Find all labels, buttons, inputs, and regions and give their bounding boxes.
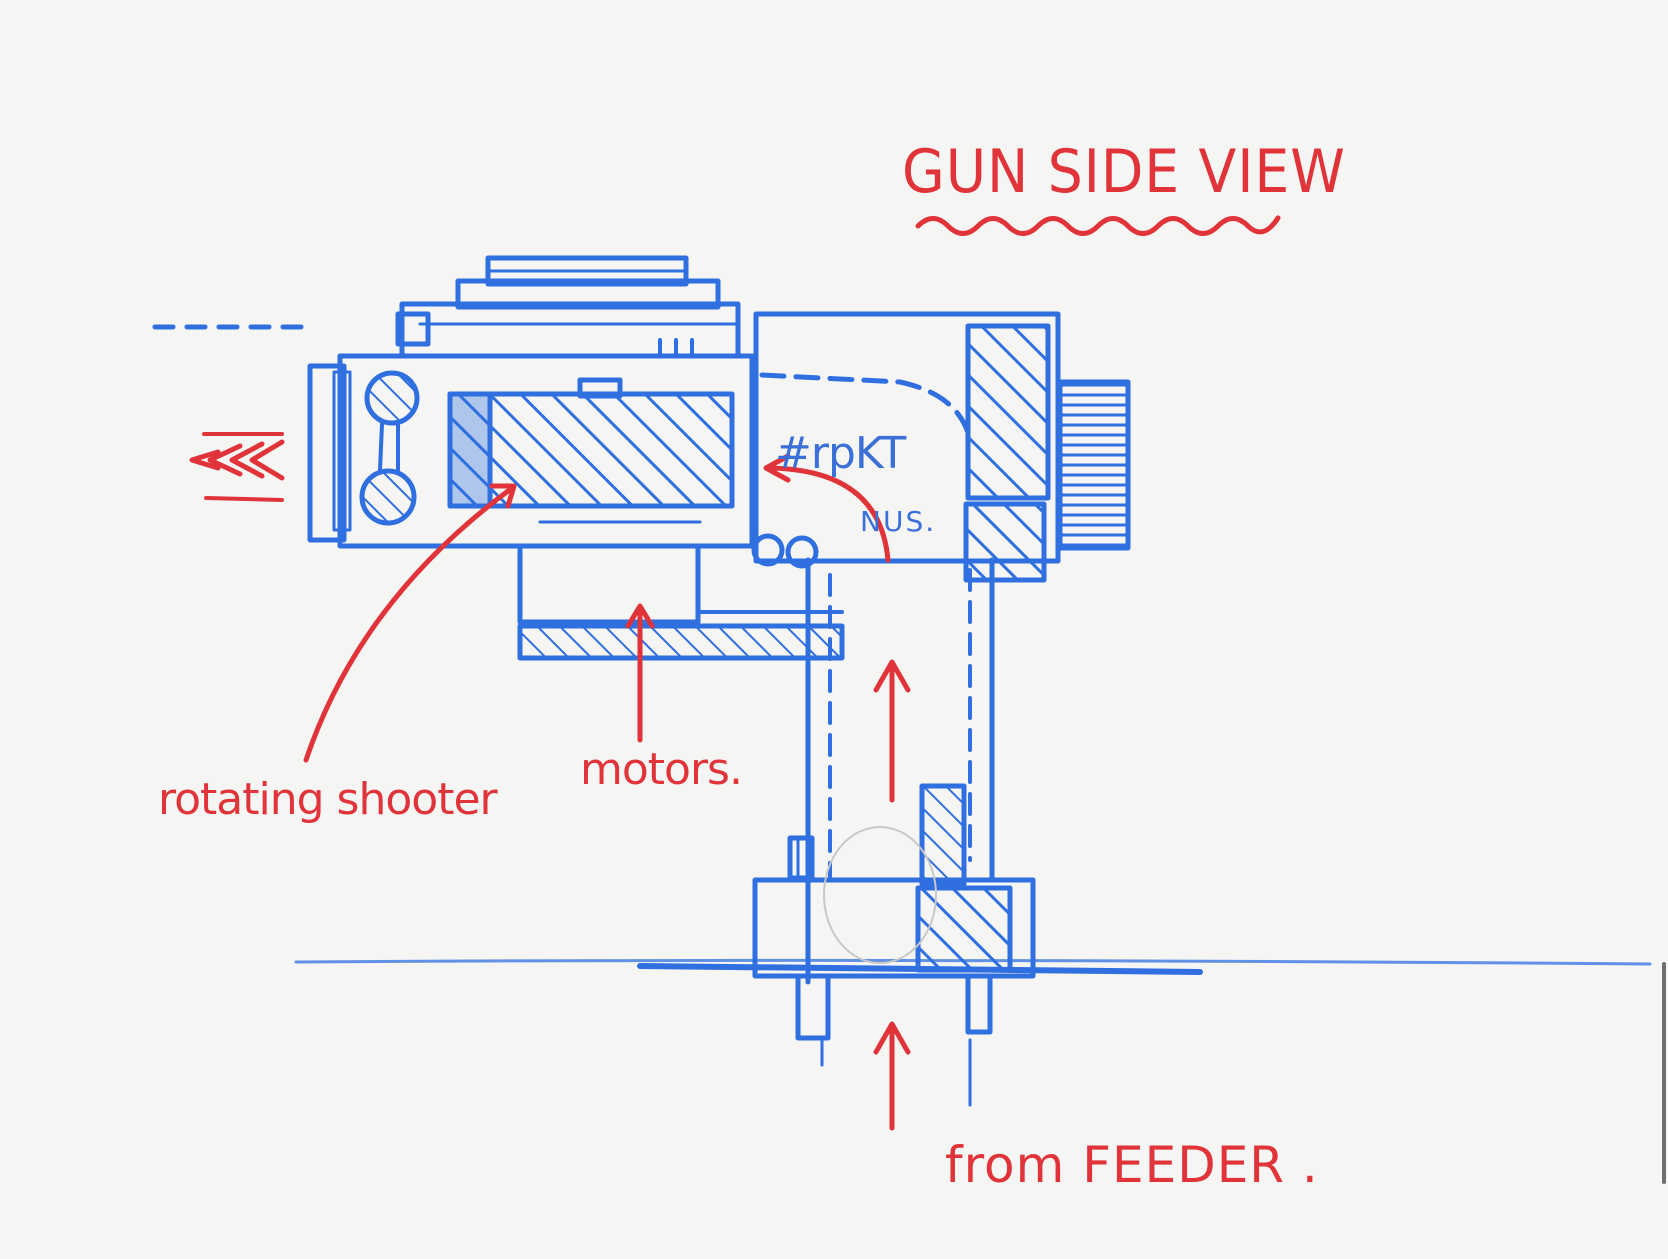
motors-label: motors. xyxy=(580,744,743,795)
team-sub-label: NUS. xyxy=(860,505,937,538)
lower-stub-right xyxy=(965,973,993,1035)
motor-base-hatched xyxy=(517,623,845,661)
rotating-shooter-label: rotating shooter xyxy=(158,774,498,825)
roller-top xyxy=(364,370,420,426)
top-plate-3 xyxy=(399,301,741,359)
pivot-bolt-1 xyxy=(751,533,785,567)
motor-housing xyxy=(517,543,701,625)
housing-front-plate xyxy=(307,363,347,543)
diagram-title: GUN SIDE VIEW xyxy=(902,137,1346,207)
top-plate-2 xyxy=(455,278,721,310)
right-mount-post xyxy=(919,783,967,887)
gun-body-drawing xyxy=(152,255,1652,1107)
exit-chevron-1 xyxy=(189,449,221,471)
title-underline xyxy=(915,215,1281,236)
shooter-arrow xyxy=(303,485,515,763)
base-hatched-block xyxy=(915,885,1013,973)
chamber-lower-hatched xyxy=(963,501,1047,583)
ground-line xyxy=(294,958,1652,966)
from-feeder-label: from FEEDER . xyxy=(945,1136,1319,1194)
chamber-hatched-block xyxy=(965,323,1051,501)
end-cap xyxy=(1057,379,1131,551)
chamber-arrow xyxy=(767,465,891,563)
exit-chevron-4 xyxy=(249,439,285,481)
exit-chevron-3 xyxy=(229,441,265,479)
base-bracket xyxy=(752,877,1036,979)
exit-chevron-2 xyxy=(207,443,243,477)
annotation-marks xyxy=(189,215,1281,1131)
lower-stub-left xyxy=(795,973,831,1041)
top-plate-latch xyxy=(395,311,431,347)
roller-bottom xyxy=(359,468,417,526)
scrollbar[interactable] xyxy=(1662,962,1666,1184)
team-tag-label: #rpKT xyxy=(775,428,906,479)
left-mount-post xyxy=(787,835,815,881)
pivot-bolt-2 xyxy=(785,535,819,569)
